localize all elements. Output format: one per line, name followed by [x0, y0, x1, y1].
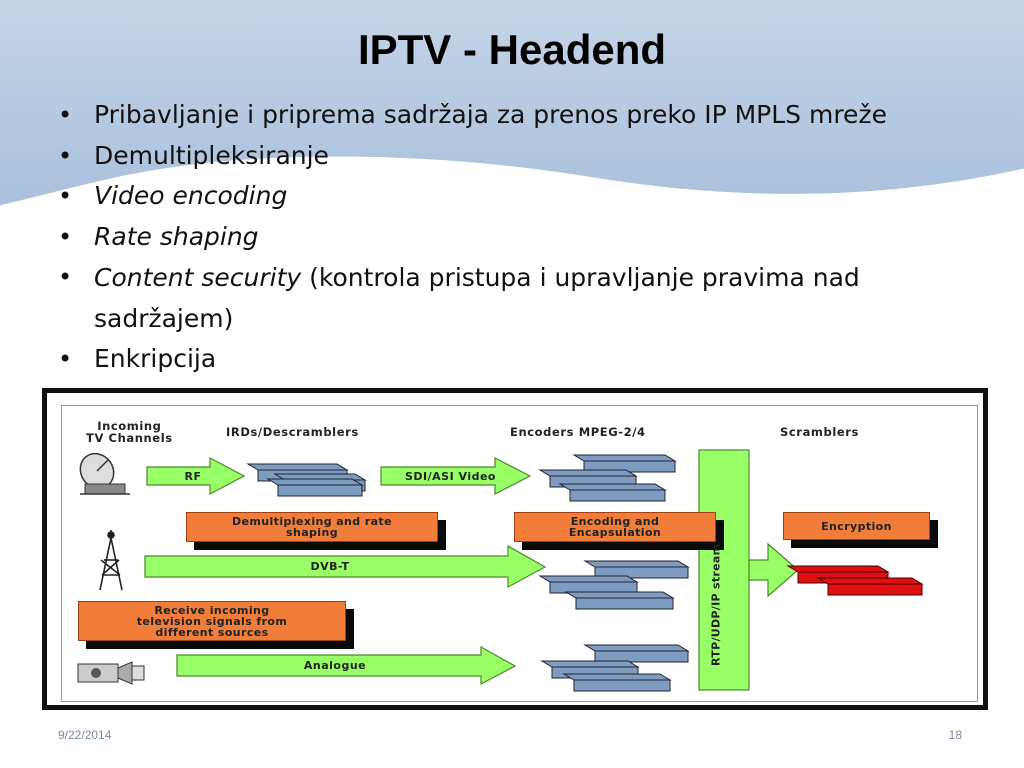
- rf-label: RF: [184, 470, 202, 483]
- bullet-text: (kontrola pristupa i upravljanje pravima…: [94, 263, 860, 333]
- bullet-item: Video encoding: [58, 176, 988, 217]
- demux-rate-shaping-box: Demultiplexing and rate shaping: [186, 512, 438, 542]
- irds-descramblers-label: IRDs/Descramblers: [226, 425, 359, 439]
- dvbt-arrow: [144, 544, 547, 589]
- rf-arrow: [146, 457, 246, 495]
- headend-diagram-inner: [61, 405, 978, 702]
- analogue-arrow: [176, 645, 517, 685]
- slide-page-number: 18: [948, 728, 962, 742]
- slide-date: 9/22/2014: [58, 728, 112, 742]
- receive-signals-box: Receive incoming television signals from…: [78, 601, 346, 641]
- sdi-asi-arrow: [380, 457, 532, 495]
- bullet-text: Video encoding: [94, 181, 288, 210]
- video-camera-icon: [77, 661, 145, 685]
- encryption-box: Encryption: [783, 512, 930, 540]
- incoming-channels-label: Incoming TV Channels: [86, 420, 173, 444]
- bullet-item: Content security (kontrola pristupa i up…: [58, 257, 988, 339]
- bullet-item: Enkripcija: [58, 339, 988, 380]
- encoders-label: Encoders MPEG-2/4: [510, 425, 646, 439]
- encoding-encapsulation-box: Encoding and Encapsulation: [514, 512, 716, 542]
- antenna-tower-icon: [99, 530, 123, 591]
- rtp-stream-bar: [698, 449, 799, 691]
- bullet-text: Rate shaping: [94, 221, 259, 251]
- bullet-item: Pribavljanje i priprema sadržaja za pren…: [58, 95, 988, 136]
- satellite-dish-icon: [79, 452, 130, 495]
- bullet-text-italic: Content security: [94, 263, 302, 292]
- slide-title: IPTV - Headend: [357, 26, 667, 73]
- server-device-icon: [246, 454, 690, 692]
- label-line: Incoming: [97, 419, 162, 433]
- bullet-item: Rate shaping: [58, 217, 988, 258]
- bullet-text: Demultipleksiranje: [94, 140, 329, 170]
- scrambler-device-icon: [786, 565, 924, 596]
- scramblers-label: Scramblers: [780, 425, 860, 439]
- bullet-item: Demultipleksiranje: [58, 136, 988, 177]
- bullet-list: Pribavljanje i priprema sadržaja za pren…: [58, 95, 988, 380]
- sdi-asi-label: SDI/ASI Video: [404, 470, 496, 483]
- bullet-text: Pribavljanje i priprema sadržaja za pren…: [94, 100, 887, 129]
- bullet-text: Enkripcija: [94, 344, 217, 373]
- analogue-label: Analogue: [303, 659, 367, 672]
- dvbt-label: DVB-T: [310, 560, 350, 573]
- label-line: TV Channels: [86, 431, 173, 445]
- rtp-stream-label: RTP/UDP/IP stream: [709, 543, 723, 667]
